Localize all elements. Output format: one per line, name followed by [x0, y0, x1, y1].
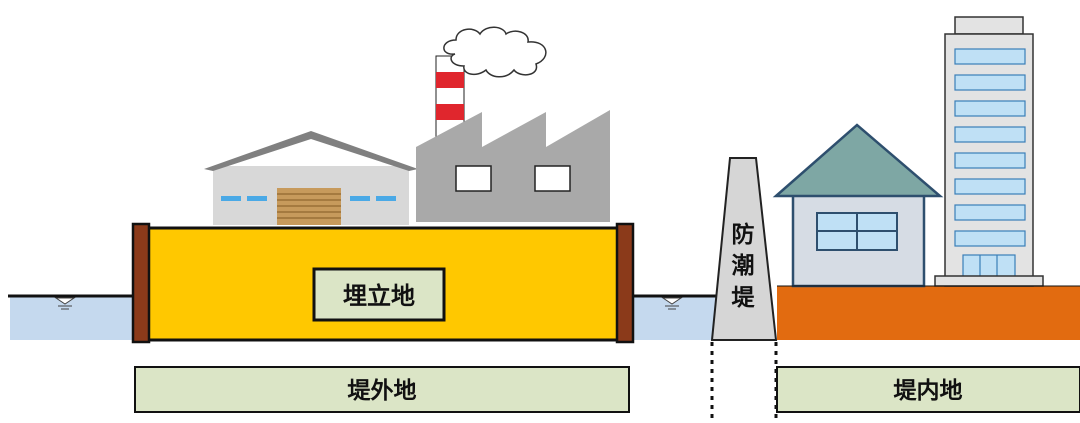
pile-right	[615, 222, 635, 344]
seawall-label-char-2: 潮	[732, 253, 755, 279]
inland-ground	[777, 286, 1080, 340]
seawall-label-char-3: 堤	[732, 285, 756, 311]
outside-levee-label-box	[134, 366, 630, 413]
water-level-icon	[54, 297, 76, 310]
pile-left	[131, 222, 151, 344]
reclaimed-land-label: 埋立地	[343, 282, 415, 310]
office-building	[934, 16, 1044, 287]
outside-levee-label: 堤外地	[348, 377, 417, 404]
reclaimed-land-label-box	[312, 267, 446, 322]
channel-water	[632, 294, 722, 340]
factory	[416, 110, 610, 222]
house	[772, 123, 944, 288]
seawall: 防 潮 堤	[710, 157, 778, 341]
warehouse	[204, 131, 418, 225]
water-level-icon	[661, 297, 683, 310]
seawall-label-char-1: 防	[732, 221, 755, 248]
sea-water-left	[8, 294, 138, 340]
inside-levee-label-box	[776, 366, 1080, 413]
smoke-cloud-icon	[443, 26, 547, 78]
chimney	[435, 55, 465, 141]
inside-levee-label: 堤内地	[894, 378, 963, 404]
